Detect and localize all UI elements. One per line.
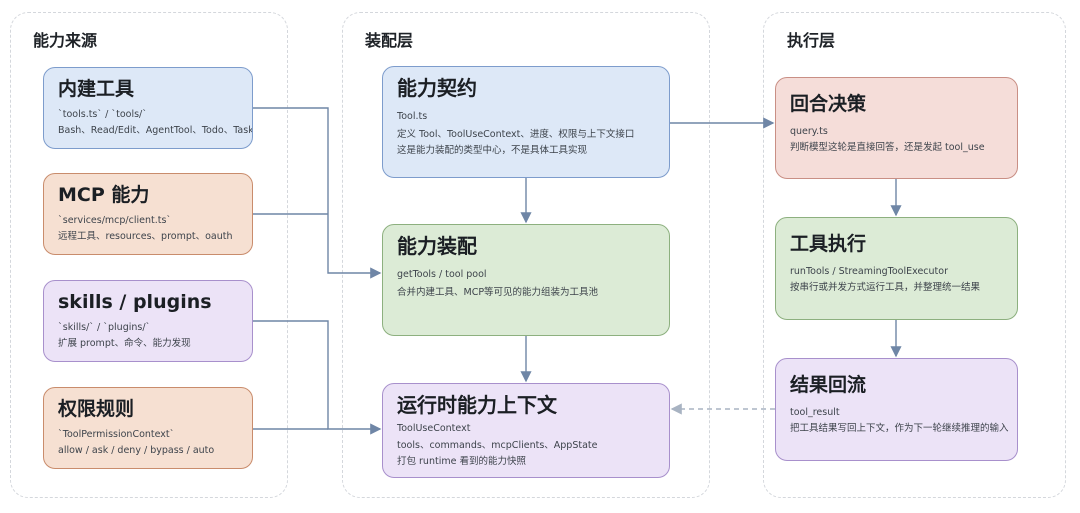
node-runtime-context-fields: tools、commands、mcpClients、AppState [397, 440, 598, 451]
node-capability-contract-file: Tool.ts [397, 111, 428, 122]
node-capability-assembly-desc: 合并内建工具、MCP等可见的能力组装为工具池 [397, 287, 599, 298]
node-skills-plugins-path: `skills/` / `plugins/` [58, 322, 151, 333]
node-capability-assembly-title: 能力装配 [397, 234, 477, 258]
node-mcp-path: `services/mcp/client.ts` [58, 215, 172, 226]
column-execution [763, 12, 1066, 498]
node-mcp-desc: 远程工具、resources、prompt、oauth [58, 231, 233, 242]
node-capability-contract-title: 能力契约 [397, 76, 477, 100]
node-tool-execution-title: 工具执行 [790, 233, 867, 255]
node-permissions-desc: allow / ask / deny / bypass / auto [58, 445, 215, 456]
node-result-flow: 结果回流 tool_result 把工具结果写回上下文，作为下一轮继续推理的输入 [775, 358, 1018, 461]
node-capability-contract: 能力契约 Tool.ts 定义 Tool、ToolUseContext、进度、权… [382, 66, 670, 178]
node-tool-execution-desc: 按串行或并发方式运行工具，并整理统一结果 [790, 282, 981, 293]
node-capability-contract-desc-2: 这是能力装配的类型中心，不是具体工具实现 [397, 145, 588, 156]
node-runtime-context-type: ToolUseContext [397, 423, 471, 434]
node-tool-execution-fn: runTools / StreamingToolExecutor [790, 266, 948, 277]
node-skills-plugins-title: skills / plugins [58, 291, 212, 313]
column-sources-title: 能力来源 [33, 31, 98, 50]
node-mcp-title: MCP 能力 [58, 184, 150, 206]
node-builtin-tools: 内建工具 `tools.ts` / `tools/` Bash、Read/Edi… [43, 67, 253, 149]
node-result-flow-title: 结果回流 [790, 374, 867, 396]
node-turn-decision-file: query.ts [790, 126, 828, 137]
node-runtime-context: 运行时能力上下文 ToolUseContext tools、commands、m… [382, 383, 670, 478]
node-capability-assembly: 能力装配 getTools / tool pool 合并内建工具、MCP等可见的… [382, 224, 670, 336]
node-permissions-path: `ToolPermissionContext` [58, 429, 175, 440]
node-turn-decision: 回合决策 query.ts 判断模型这轮是直接回答，还是发起 tool_use [775, 77, 1018, 179]
node-runtime-context-desc: 打包 runtime 看到的能力快照 [397, 456, 526, 467]
node-result-flow-desc: 把工具结果写回上下文，作为下一轮继续推理的输入 [790, 423, 1009, 434]
node-permissions: 权限规则 `ToolPermissionContext` allow / ask… [43, 387, 253, 469]
column-execution-title: 执行层 [787, 31, 836, 50]
node-builtin-tools-desc: Bash、Read/Edit、AgentTool、Todo、Task [58, 125, 253, 136]
column-assembly-title: 装配层 [365, 31, 414, 50]
node-skills-plugins-desc: 扩展 prompt、命令、能力发现 [58, 338, 191, 349]
node-mcp: MCP 能力 `services/mcp/client.ts` 远程工具、res… [43, 173, 253, 255]
node-builtin-tools-path: `tools.ts` / `tools/` [58, 109, 148, 120]
node-turn-decision-title: 回合决策 [790, 93, 867, 115]
node-capability-assembly-fn: getTools / tool pool [397, 269, 487, 280]
node-skills-plugins: skills / plugins `skills/` / `plugins/` … [43, 280, 253, 362]
node-tool-execution: 工具执行 runTools / StreamingToolExecutor 按串… [775, 217, 1018, 320]
node-result-flow-type: tool_result [790, 407, 840, 418]
node-turn-decision-desc: 判断模型这轮是直接回答，还是发起 tool_use [790, 142, 985, 153]
node-builtin-tools-title: 内建工具 [58, 78, 135, 100]
node-capability-contract-desc-1: 定义 Tool、ToolUseContext、进度、权限与上下文接口 [397, 129, 635, 140]
node-permissions-title: 权限规则 [58, 398, 135, 420]
node-runtime-context-title: 运行时能力上下文 [397, 393, 557, 417]
